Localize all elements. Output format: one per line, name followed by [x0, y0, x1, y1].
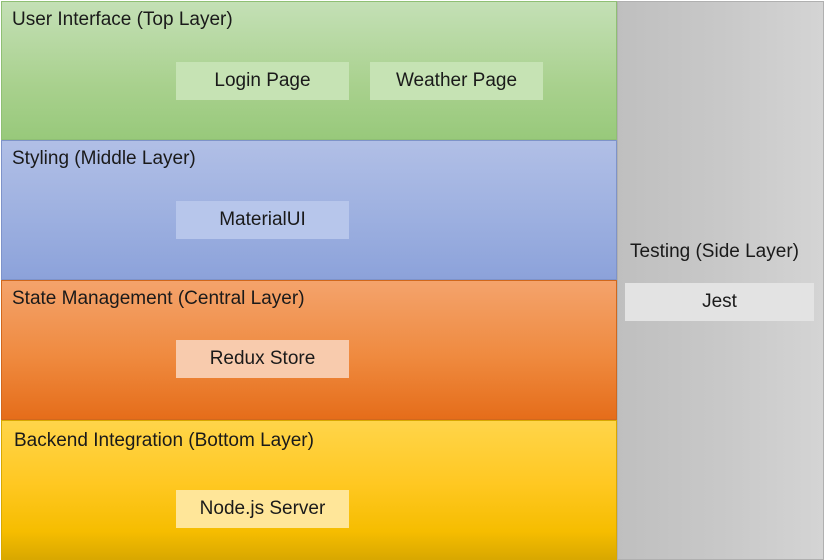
layer-styling: Styling (Middle Layer) MaterialUI: [1, 140, 617, 280]
box-redux-store: Redux Store: [176, 340, 349, 378]
layer-state-management: State Management (Central Layer) Redux S…: [1, 280, 617, 420]
layer-title-state-management: State Management (Central Layer): [12, 288, 305, 309]
box-materialui: MaterialUI: [176, 201, 349, 239]
layer-title-styling: Styling (Middle Layer): [12, 148, 196, 169]
layer-title-backend-integration: Backend Integration (Bottom Layer): [14, 430, 314, 451]
layer-testing: Testing (Side Layer) Jest: [617, 1, 824, 560]
box-jest: Jest: [625, 283, 814, 321]
box-weather-page: Weather Page: [370, 62, 543, 100]
layer-title-user-interface: User Interface (Top Layer): [12, 9, 233, 30]
box-login-page: Login Page: [176, 62, 349, 100]
layer-title-testing: Testing (Side Layer): [630, 241, 799, 262]
layer-user-interface: User Interface (Top Layer) Login Page We…: [1, 1, 617, 140]
layer-backend-integration: Backend Integration (Bottom Layer) Node.…: [1, 420, 617, 560]
box-nodejs-server: Node.js Server: [176, 490, 349, 528]
